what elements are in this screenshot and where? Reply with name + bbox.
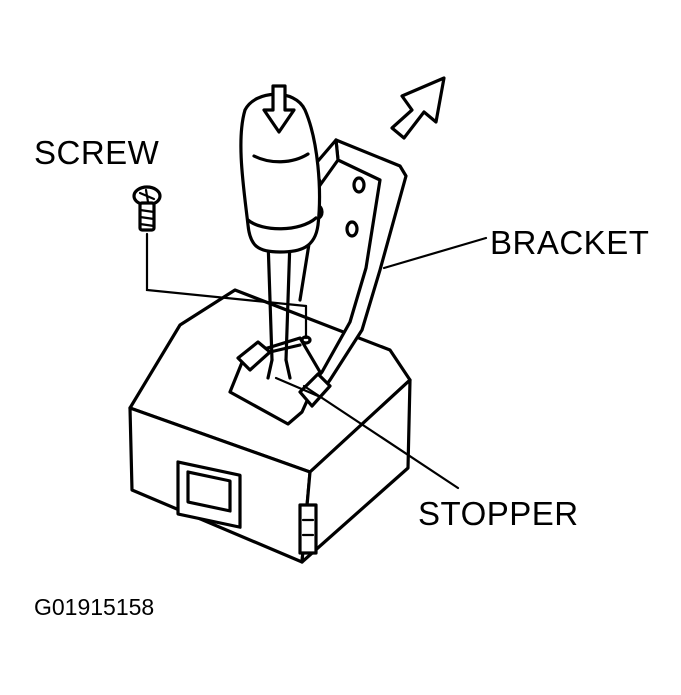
screw-label: SCREW [34,134,160,171]
figure-code: G01915158 [34,594,155,620]
screw-part [132,185,162,232]
stopper-leader-line [302,384,460,490]
bracket-label: BRACKET [490,224,650,261]
down-arrow-icon [262,84,296,134]
stopper-label: STOPPER [418,495,579,532]
stopper-plate [228,336,332,426]
bracket-leader-line [382,236,488,270]
side-connector [298,503,318,555]
screw-leader-line [145,232,308,308]
selector-lever [239,84,322,380]
up-right-arrow-icon [390,76,446,140]
